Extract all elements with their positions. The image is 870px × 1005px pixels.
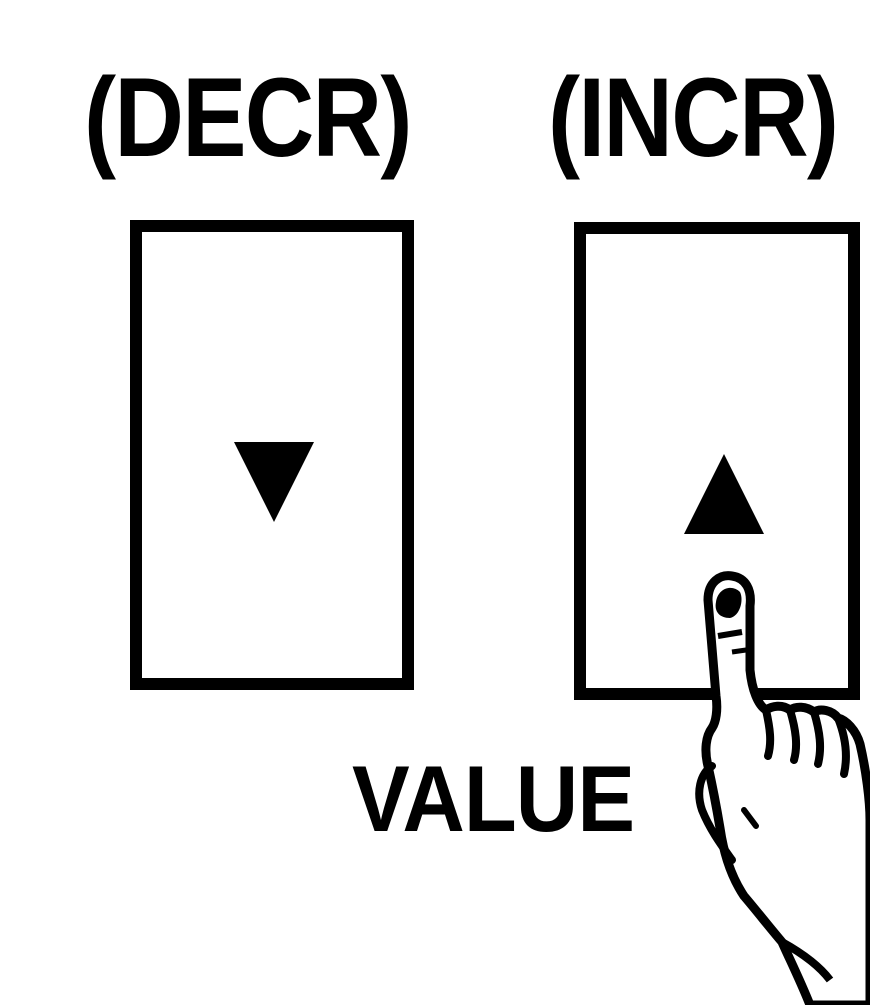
- triangle-down-icon: [234, 442, 314, 522]
- value-label: VALUE: [352, 746, 635, 851]
- pointing-hand-icon: [695, 571, 870, 1005]
- incr-label: (INCR): [548, 55, 839, 180]
- decr-button[interactable]: [130, 220, 414, 690]
- triangle-up-icon: [684, 454, 764, 534]
- decr-label: (DECR): [84, 55, 412, 180]
